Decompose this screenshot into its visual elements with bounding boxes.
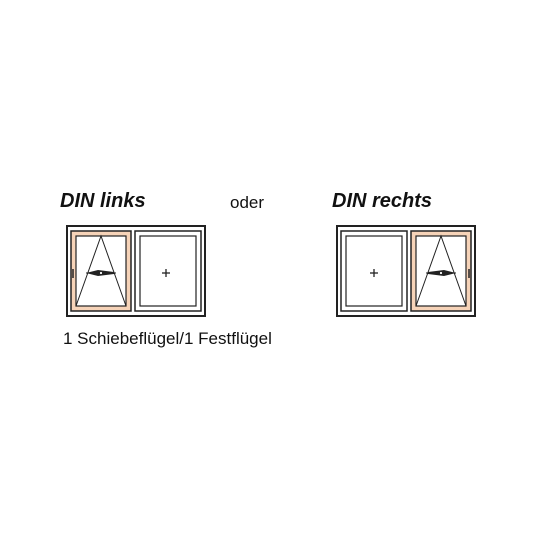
window-handle-icon	[426, 270, 456, 276]
caption: 1 Schiebeflügel/1 Festflügel	[63, 329, 272, 348]
separator-oder: oder	[230, 193, 265, 212]
plus-icon	[370, 269, 378, 277]
tilt-triangle-icon	[415, 234, 467, 307]
din-links-title: DIN links	[60, 190, 146, 212]
window-handle-icon	[86, 270, 116, 276]
window-din-links	[66, 225, 206, 317]
din-rechts-title: DIN rechts	[332, 190, 433, 212]
tilt-triangle-icon	[75, 234, 127, 307]
window-din-rechts	[336, 225, 476, 317]
plus-icon	[162, 269, 170, 277]
fixed-sash-glass	[139, 235, 197, 307]
